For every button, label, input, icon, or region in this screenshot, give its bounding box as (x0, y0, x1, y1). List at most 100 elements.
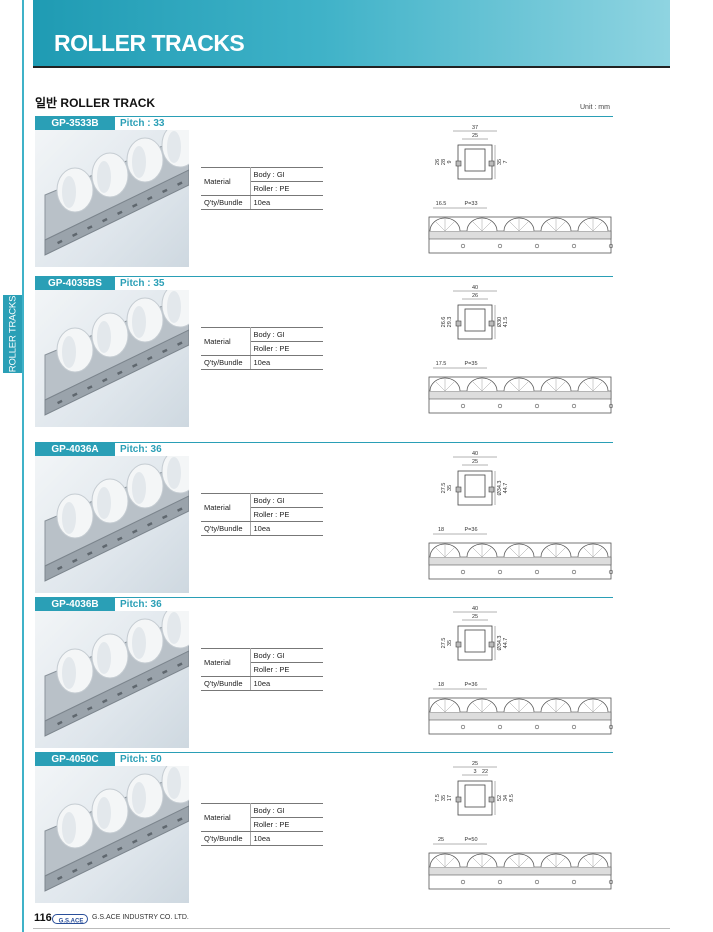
dimension-label: 29.3 (447, 317, 453, 328)
pitch-label: Pitch : 35 (120, 278, 165, 289)
pitch-offset-label: 18 (438, 682, 444, 688)
product-block: GP-4036A Pitch: 36 Material Body : GI Ro… (35, 442, 613, 594)
product-block: GP-4050C Pitch: 50 Material Body : GI Ro… (35, 752, 613, 904)
side-section-tab: ROLLER TRACKS (3, 295, 22, 373)
dimension-label: Ø34.3 (497, 481, 503, 496)
dimension-label: 7.5 (435, 794, 441, 802)
pitch-offset-label: 16.5 (436, 201, 447, 207)
qty-label: Q'ty/Bundle (201, 355, 251, 370)
roller-spec: Roller : PE (250, 507, 323, 522)
product-block: GP-4036B Pitch: 36 Material Body : GI Ro… (35, 597, 613, 749)
dimension-label: 22 (482, 769, 488, 775)
material-label: Material (201, 803, 251, 832)
model-tag: GP-4035BS (35, 277, 115, 290)
material-label: Material (201, 167, 251, 196)
dimension-label: 37 (472, 125, 478, 131)
dimension-label: 17 (447, 795, 453, 801)
dimension-label: 28 (441, 159, 447, 165)
pitch-offset-label: 25 (438, 837, 444, 843)
dimension-label: 7 (503, 160, 509, 163)
model-tag: GP-4036A (35, 443, 115, 456)
dimension-label: 25 (472, 614, 478, 620)
body-spec: Body : GI (250, 803, 323, 818)
dimension-label: 25 (472, 133, 478, 139)
roller-spec: Roller : PE (250, 181, 323, 196)
footer-rule (33, 928, 670, 929)
dimension-label: Ø30 (497, 317, 503, 327)
model-tag: GP-4050C (35, 753, 115, 766)
dimension-label: 9 (447, 160, 453, 163)
dimension-label: 40 (472, 451, 478, 457)
roller-spec: Roller : PE (250, 341, 323, 356)
dimension-label: 35 (441, 795, 447, 801)
pitch-label: Pitch: 50 (120, 754, 162, 765)
body-spec: Body : GI (250, 648, 323, 663)
model-tag: GP-3533B (35, 117, 115, 130)
qty-value: 10ea (250, 521, 323, 536)
roller-spec: Roller : PE (250, 817, 323, 832)
pitch-label: Pitch : 33 (120, 118, 165, 129)
company-logo: G.S.ACE (52, 914, 88, 924)
dimension-label: 9.5 (509, 794, 515, 802)
product-block: GP-4035BS Pitch : 35 Material Body : GI … (35, 276, 613, 428)
qty-value: 10ea (250, 676, 323, 691)
body-spec: Body : GI (250, 167, 323, 182)
pitch-offset-label: 17.5 (436, 361, 447, 367)
side-tab-label: ROLLER TRACKS (7, 295, 18, 373)
dimension-label: 44.7 (503, 638, 509, 649)
dimension-label: 52 (497, 795, 503, 801)
product-photo (35, 611, 189, 748)
material-label: Material (201, 648, 251, 677)
qty-label: Q'ty/Bundle (201, 831, 251, 846)
pitch-label: P=36 (465, 682, 478, 688)
company-name: G.S.ACE INDUSTRY CO. LTD. (92, 914, 189, 921)
dimension-label: 40 (472, 606, 478, 612)
dimension-label: 26 (435, 159, 441, 165)
dimension-label: 35 (447, 485, 453, 491)
qty-value: 10ea (250, 355, 323, 370)
product-photo (35, 456, 189, 593)
pitch-label: P=35 (465, 361, 478, 367)
qty-label: Q'ty/Bundle (201, 676, 251, 691)
dimension-label: 41.5 (503, 317, 509, 328)
body-spec: Body : GI (250, 327, 323, 342)
section-title: 일반 ROLLER TRACK (35, 96, 156, 110)
pitch-label: Pitch: 36 (120, 444, 162, 455)
model-tag: GP-4036B (35, 598, 115, 611)
header-banner: ROLLER TRACKS (33, 0, 670, 68)
dimension-label: 34 (503, 795, 509, 801)
dimension-label: 26.6 (441, 317, 447, 328)
product-photo (35, 290, 189, 427)
roller-spec: Roller : PE (250, 662, 323, 677)
material-label: Material (201, 493, 251, 522)
spec-table: Material Body : GI Roller : PE Q'ty/Bund… (201, 327, 323, 370)
qty-value: 10ea (250, 831, 323, 846)
svg-text:G.S.ACE: G.S.ACE (59, 918, 84, 924)
product-photo (35, 766, 189, 903)
dimension-label: 35 (497, 159, 503, 165)
dimension-label: 25 (472, 459, 478, 465)
page-title: ROLLER TRACKS (54, 30, 245, 56)
spec-table: Material Body : GI Roller : PE Q'ty/Bund… (201, 167, 323, 210)
spec-table: Material Body : GI Roller : PE Q'ty/Bund… (201, 803, 323, 846)
dimension-label: 44.7 (503, 483, 509, 494)
dimension-label: 26 (472, 293, 478, 299)
pitch-label: P=33 (465, 201, 478, 207)
dimension-label: 25 (472, 761, 478, 767)
qty-label: Q'ty/Bundle (201, 195, 251, 210)
body-spec: Body : GI (250, 493, 323, 508)
pitch-label: P=36 (465, 527, 478, 533)
pitch-offset-label: 18 (438, 527, 444, 533)
qty-label: Q'ty/Bundle (201, 521, 251, 536)
page-number: 116 (34, 912, 52, 924)
qty-value: 10ea (250, 195, 323, 210)
left-margin-rule (22, 0, 24, 932)
pitch-label: Pitch: 36 (120, 599, 162, 610)
spec-table: Material Body : GI Roller : PE Q'ty/Bund… (201, 493, 323, 536)
material-label: Material (201, 327, 251, 356)
dimension-label: 3 (473, 769, 476, 775)
